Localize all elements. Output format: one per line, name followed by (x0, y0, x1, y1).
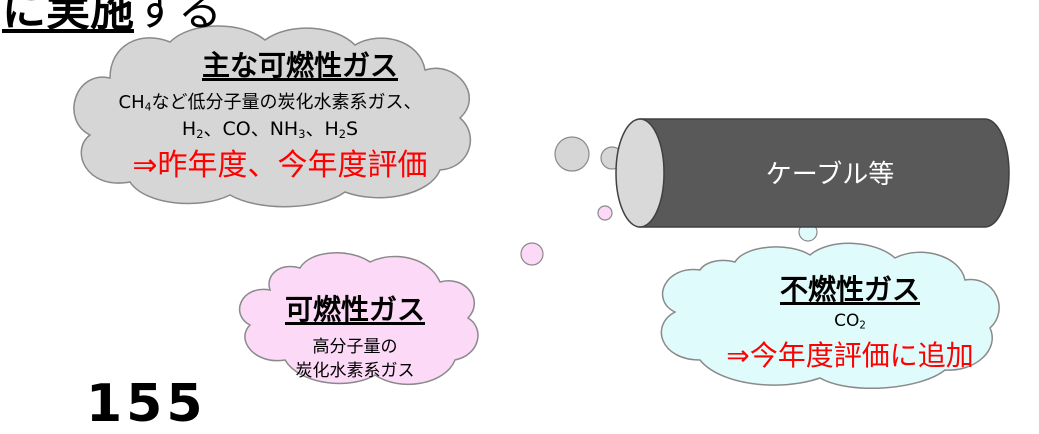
cloud-main-evaluation: ⇒昨年度、今年度評価 (132, 148, 428, 183)
cloud-main-shape (73, 25, 471, 208)
cable-cylinder (615, 118, 1010, 228)
cloud-main-line1: CH4など低分子量の炭化水素系ガス、 (80, 88, 460, 114)
cloud-main-line2-p4: S (346, 118, 359, 140)
heading-underlined: に実施 (2, 0, 134, 36)
co2-formula-sub: 2 (859, 320, 866, 332)
cloud-main-line2-p1: H (181, 118, 197, 140)
cloud-main-line2-s1: 2 (196, 126, 204, 141)
cable-label: ケーブル等 (765, 160, 895, 190)
heading: に実施する (2, 0, 222, 38)
cloud-main-line1-a: CH (118, 92, 145, 113)
cloud-combustible-title: 可燃性ガス (284, 293, 425, 326)
cloud-main-line1-sub: 4 (144, 100, 152, 114)
diagram-canvas (73, 25, 1010, 390)
cloud-main-line2-s2: 3 (298, 126, 306, 141)
cloud-combustible-shape (239, 252, 479, 386)
cloud-combustible-line1: 高分子量の (312, 337, 398, 357)
cloud-combustible-line2: 炭化水素系ガス (295, 361, 415, 381)
bubbles-to-combustible (520, 205, 613, 266)
cloud-main-title: 主な可燃性ガス (201, 49, 398, 82)
heading-rest: する (134, 0, 222, 36)
footer-number: 155 (86, 374, 207, 434)
cloud-main-line2: H2、CO、NH3、H2S (120, 114, 420, 141)
cloud-noncombustible-title: 不燃性ガス (779, 273, 920, 306)
cloud-main-line2-p3: 、H (305, 118, 339, 140)
cloud-main-line2-s3: 2 (338, 126, 346, 141)
co2-formula-base: CO (834, 311, 860, 331)
cloud-noncombustible-formula: CO2 (720, 311, 980, 331)
cloud-noncombustible-evaluation: ⇒今年度評価に追加 (726, 339, 974, 372)
cloud-main-line2-p2: 、CO、NH (203, 118, 299, 140)
cloud-noncombustible-shape (660, 242, 1000, 390)
cloud-main-line1-b: など低分子量の炭化水素系ガス、 (151, 92, 422, 113)
